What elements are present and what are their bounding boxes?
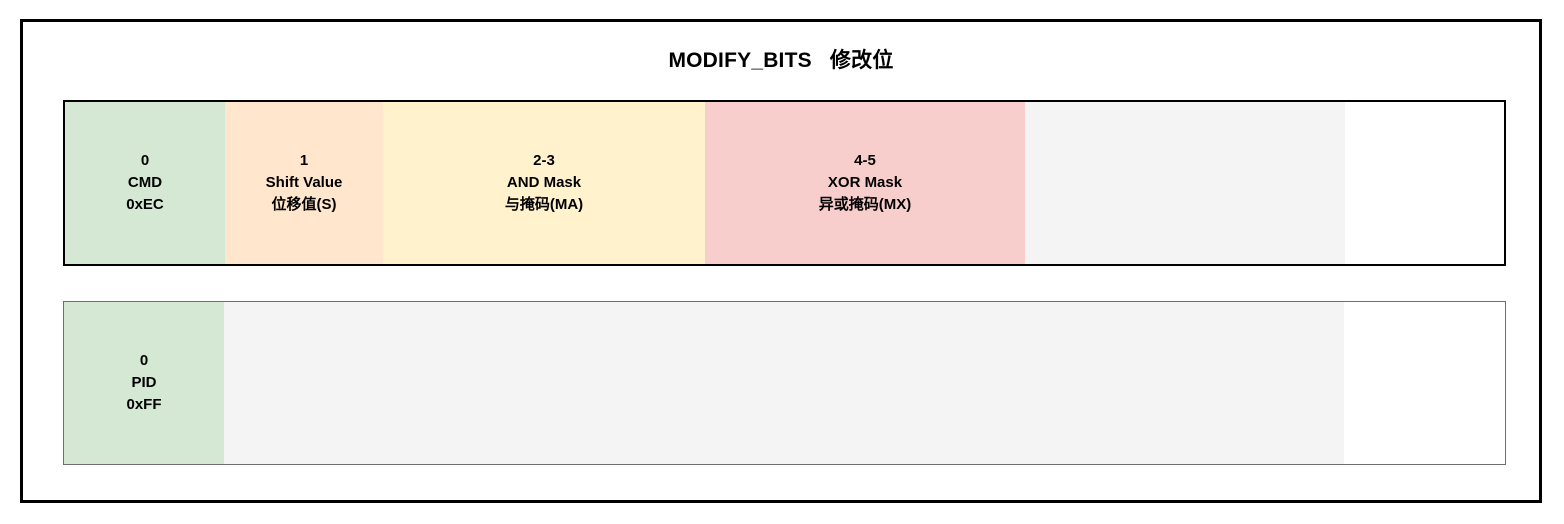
cell-label-zh: 0xEC	[126, 195, 164, 213]
cell-index: 2-3	[533, 152, 555, 170]
packet-cell-unused-white	[1344, 302, 1505, 464]
cell-index: 1	[299, 152, 309, 170]
cell-label-zh: 位移值(S)	[271, 195, 337, 213]
cell-index: 4-5	[854, 152, 876, 170]
cell-label-en: XOR Mask	[827, 174, 903, 192]
packet-cell-unused-grey	[1025, 102, 1345, 264]
cell-index: 0	[139, 352, 149, 370]
cell-label-zh: 异或掩码(MX)	[818, 195, 912, 213]
page-title: MODIFY_BITS 修改位	[668, 49, 894, 72]
cell-label-zh: 0xFF	[126, 395, 162, 413]
cell-label-zh: 与掩码(MA)	[504, 195, 584, 213]
packet-cell-unused-grey	[224, 302, 1344, 464]
cell-index: 0	[140, 152, 150, 170]
packet-cell-unused-white	[1345, 102, 1504, 264]
cell-label-en: PID	[131, 374, 157, 392]
cell-label-en: CMD	[127, 174, 163, 192]
cell-label-en: AND Mask	[506, 174, 582, 192]
cell-label-en: Shift Value	[265, 174, 343, 192]
